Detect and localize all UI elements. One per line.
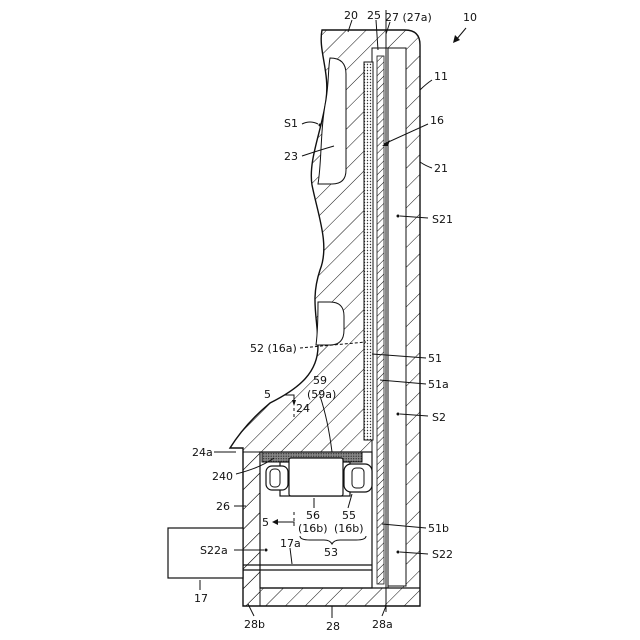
label-16: 16	[430, 114, 444, 127]
label-10: 10	[463, 11, 477, 24]
leader-s1-dot	[319, 124, 322, 127]
leader-s2-dot	[397, 413, 400, 416]
label-53: 53	[324, 546, 338, 559]
label-16b-2: (16b)	[334, 522, 364, 535]
label-59: 59	[313, 374, 327, 387]
label-s22a: S22a	[200, 544, 228, 557]
leader-s1	[302, 122, 318, 124]
label-27: 27 (27a)	[385, 11, 432, 24]
label-11: 11	[434, 70, 448, 83]
label-s21: S21	[432, 213, 453, 226]
label-s22: S22	[432, 548, 453, 561]
label-5-bottom: 5	[262, 516, 269, 529]
label-5-top: 5	[264, 388, 271, 401]
component-55-left-inner	[270, 469, 280, 487]
label-59a: (59a)	[307, 388, 336, 401]
panel-16-hatched-layer	[377, 56, 384, 584]
leader-s22a-dot	[265, 549, 268, 552]
label-26: 26	[216, 500, 230, 513]
leader-11	[420, 80, 432, 90]
component-56	[289, 458, 343, 496]
label-23: 23	[284, 150, 298, 163]
label-56: 56	[306, 509, 320, 522]
label-16b-1: (16b)	[298, 522, 328, 535]
label-51a: 51a	[428, 378, 449, 391]
label-240: 240	[212, 470, 233, 483]
label-28: 28	[326, 620, 340, 633]
leader-s21-dot	[397, 215, 400, 218]
label-25: 25	[367, 9, 381, 22]
leader-s22-dot	[397, 551, 400, 554]
inner-cavity-lower	[316, 302, 344, 345]
leader-28a	[382, 606, 386, 616]
label-24: 24	[296, 402, 310, 415]
component-55-right-inner	[352, 468, 364, 488]
leader-21	[420, 162, 432, 168]
panel-16-dotted-layer	[364, 62, 373, 440]
label-51: 51	[428, 352, 442, 365]
label-55: 55	[342, 509, 356, 522]
label-28a: 28a	[372, 618, 393, 631]
wall-26	[243, 452, 260, 606]
label-28b: 28b	[244, 618, 265, 631]
label-s1: S1	[284, 117, 298, 130]
label-s2: S2	[432, 411, 446, 424]
label-24a: 24a	[192, 446, 213, 459]
label-51b: 51b	[428, 522, 449, 535]
label-52: 52 (16a)	[250, 342, 297, 355]
label-20: 20	[344, 9, 358, 22]
space-s21-s22	[388, 48, 406, 586]
label-17a: 17a	[280, 537, 301, 550]
label-21: 21	[434, 162, 448, 175]
label-17: 17	[194, 592, 208, 605]
